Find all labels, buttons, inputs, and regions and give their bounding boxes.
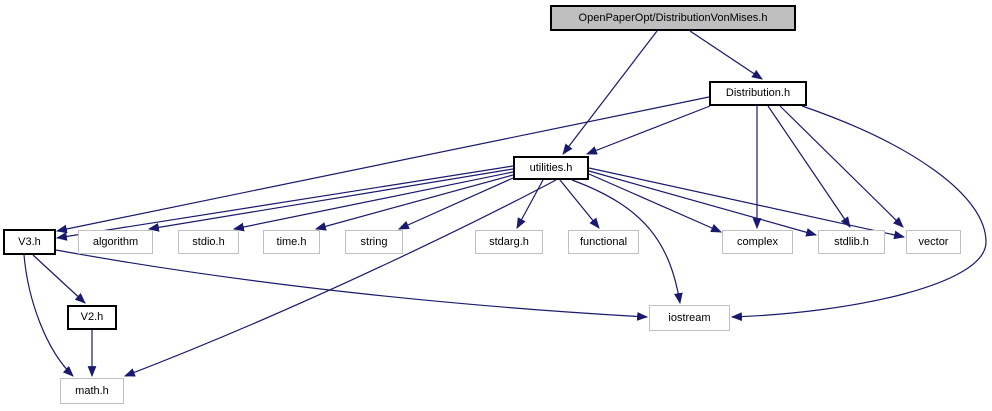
edge-distribution-to-iostream bbox=[730, 105, 987, 322]
edge-v3-to-iostream bbox=[55, 249, 649, 321]
edge-utilities-to-vector bbox=[588, 167, 906, 240]
edge-utilities-to-stdlib bbox=[588, 170, 818, 237]
node-label-v3: V3.h bbox=[18, 235, 41, 248]
edge-utilities-to-time bbox=[314, 174, 514, 231]
node-vector: vector bbox=[906, 230, 961, 254]
edge-utilities-to-stdio bbox=[232, 171, 514, 232]
node-label-stdlib: stdlib.h bbox=[834, 235, 869, 248]
node-vonmises: OpenPaperOpt/DistributionVonMises.h bbox=[550, 5, 796, 31]
node-v2[interactable]: V2.h bbox=[67, 305, 117, 330]
node-string: string bbox=[345, 230, 403, 254]
node-stdarg: stdarg.h bbox=[475, 230, 543, 254]
edge-distribution-to-stdlib bbox=[767, 105, 851, 228]
node-stdio: stdio.h bbox=[178, 230, 239, 254]
edge-utilities-to-algorithm bbox=[147, 168, 514, 232]
node-label-iostream: iostream bbox=[668, 311, 711, 324]
node-utilities[interactable]: utilities.h bbox=[513, 156, 589, 180]
node-label-stdarg: stdarg.h bbox=[489, 235, 529, 248]
node-label-vonmises: OpenPaperOpt/DistributionVonMises.h bbox=[578, 11, 768, 24]
node-label-distribution: Distribution.h bbox=[725, 87, 791, 99]
node-math: math.h bbox=[60, 378, 124, 404]
node-time: time.h bbox=[263, 230, 320, 254]
node-stdlib: stdlib.h bbox=[818, 230, 885, 254]
edge-vonmises-to-distribution bbox=[689, 30, 763, 80]
node-label-vector: vector bbox=[918, 235, 949, 248]
node-complex: complex bbox=[722, 230, 793, 254]
node-label-time: time.h bbox=[276, 235, 307, 248]
node-label-algorithm: algorithm bbox=[92, 235, 139, 248]
node-functional: functional bbox=[568, 230, 639, 254]
node-distribution[interactable]: Distribution.h bbox=[709, 81, 807, 106]
edge-utilities-to-v3 bbox=[55, 165, 514, 241]
node-label-functional: functional bbox=[579, 235, 628, 248]
node-label-math: math.h bbox=[75, 384, 109, 397]
node-label-string: string bbox=[360, 235, 388, 248]
edge-utilities-to-math bbox=[123, 179, 557, 377]
edge-vonmises-to-utilities bbox=[562, 30, 658, 155]
node-algorithm: algorithm bbox=[78, 230, 153, 254]
edge-utilities-to-complex bbox=[588, 173, 723, 233]
node-iostream: iostream bbox=[649, 305, 730, 331]
edge-utilities-to-iostream bbox=[571, 179, 683, 305]
edge-utilities-to-string bbox=[397, 177, 514, 230]
edge-distribution-to-utilities bbox=[585, 105, 711, 155]
edge-utilities-to-functional bbox=[559, 179, 600, 229]
node-label-complex: complex bbox=[737, 235, 778, 248]
edge-v3-to-math bbox=[23, 254, 74, 377]
node-label-v2: V2.h bbox=[80, 311, 104, 323]
node-label-utilities: utilities.h bbox=[529, 161, 573, 174]
edge-utilities-to-stdarg bbox=[516, 179, 544, 229]
edge-v3-to-v2 bbox=[32, 254, 86, 304]
edge-distribution-to-v3 bbox=[55, 96, 710, 234]
edge-distribution-to-vector bbox=[779, 105, 904, 228]
node-v3[interactable]: V3.h bbox=[3, 229, 56, 255]
node-label-stdio: stdio.h bbox=[192, 235, 225, 248]
